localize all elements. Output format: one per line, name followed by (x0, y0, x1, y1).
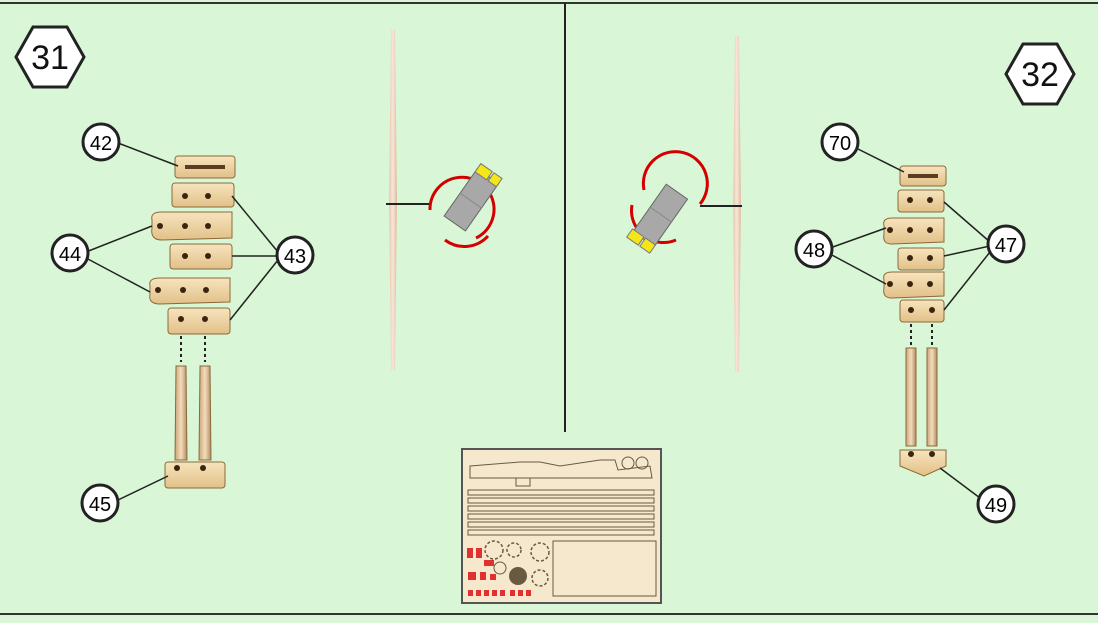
callout-44: 44 (50, 233, 90, 273)
parts-sheet-thumbnail (461, 448, 662, 604)
rotation-indicator-left (428, 162, 503, 248)
svg-text:70: 70 (829, 133, 851, 155)
callout-43: 43 (275, 235, 315, 275)
svg-text:42: 42 (90, 133, 112, 155)
svg-text:43: 43 (284, 246, 306, 268)
assembly-stack-right (883, 165, 947, 477)
svg-text:47: 47 (995, 235, 1017, 257)
step-number: 32 (1021, 56, 1059, 94)
step-32-badge: 32 (1004, 42, 1076, 106)
callout-70: 70 (820, 122, 860, 162)
callout-49: 49 (976, 484, 1016, 524)
svg-text:49: 49 (985, 495, 1007, 517)
rotation-indicator-right (626, 150, 709, 254)
callout-42: 42 (81, 122, 121, 162)
leader-lines-left (85, 142, 279, 501)
svg-text:45: 45 (89, 494, 111, 516)
svg-text:44: 44 (59, 244, 81, 266)
assembly-stack-left (149, 155, 236, 489)
step-number: 31 (31, 39, 69, 77)
stick-left (386, 30, 430, 370)
callout-48: 48 (794, 229, 834, 269)
leader-lines-right (829, 147, 991, 499)
step-31-badge: 31 (14, 25, 86, 89)
svg-text:48: 48 (803, 240, 825, 262)
callout-47: 47 (986, 224, 1026, 264)
callout-45: 45 (80, 483, 120, 523)
stick-right (700, 36, 742, 372)
